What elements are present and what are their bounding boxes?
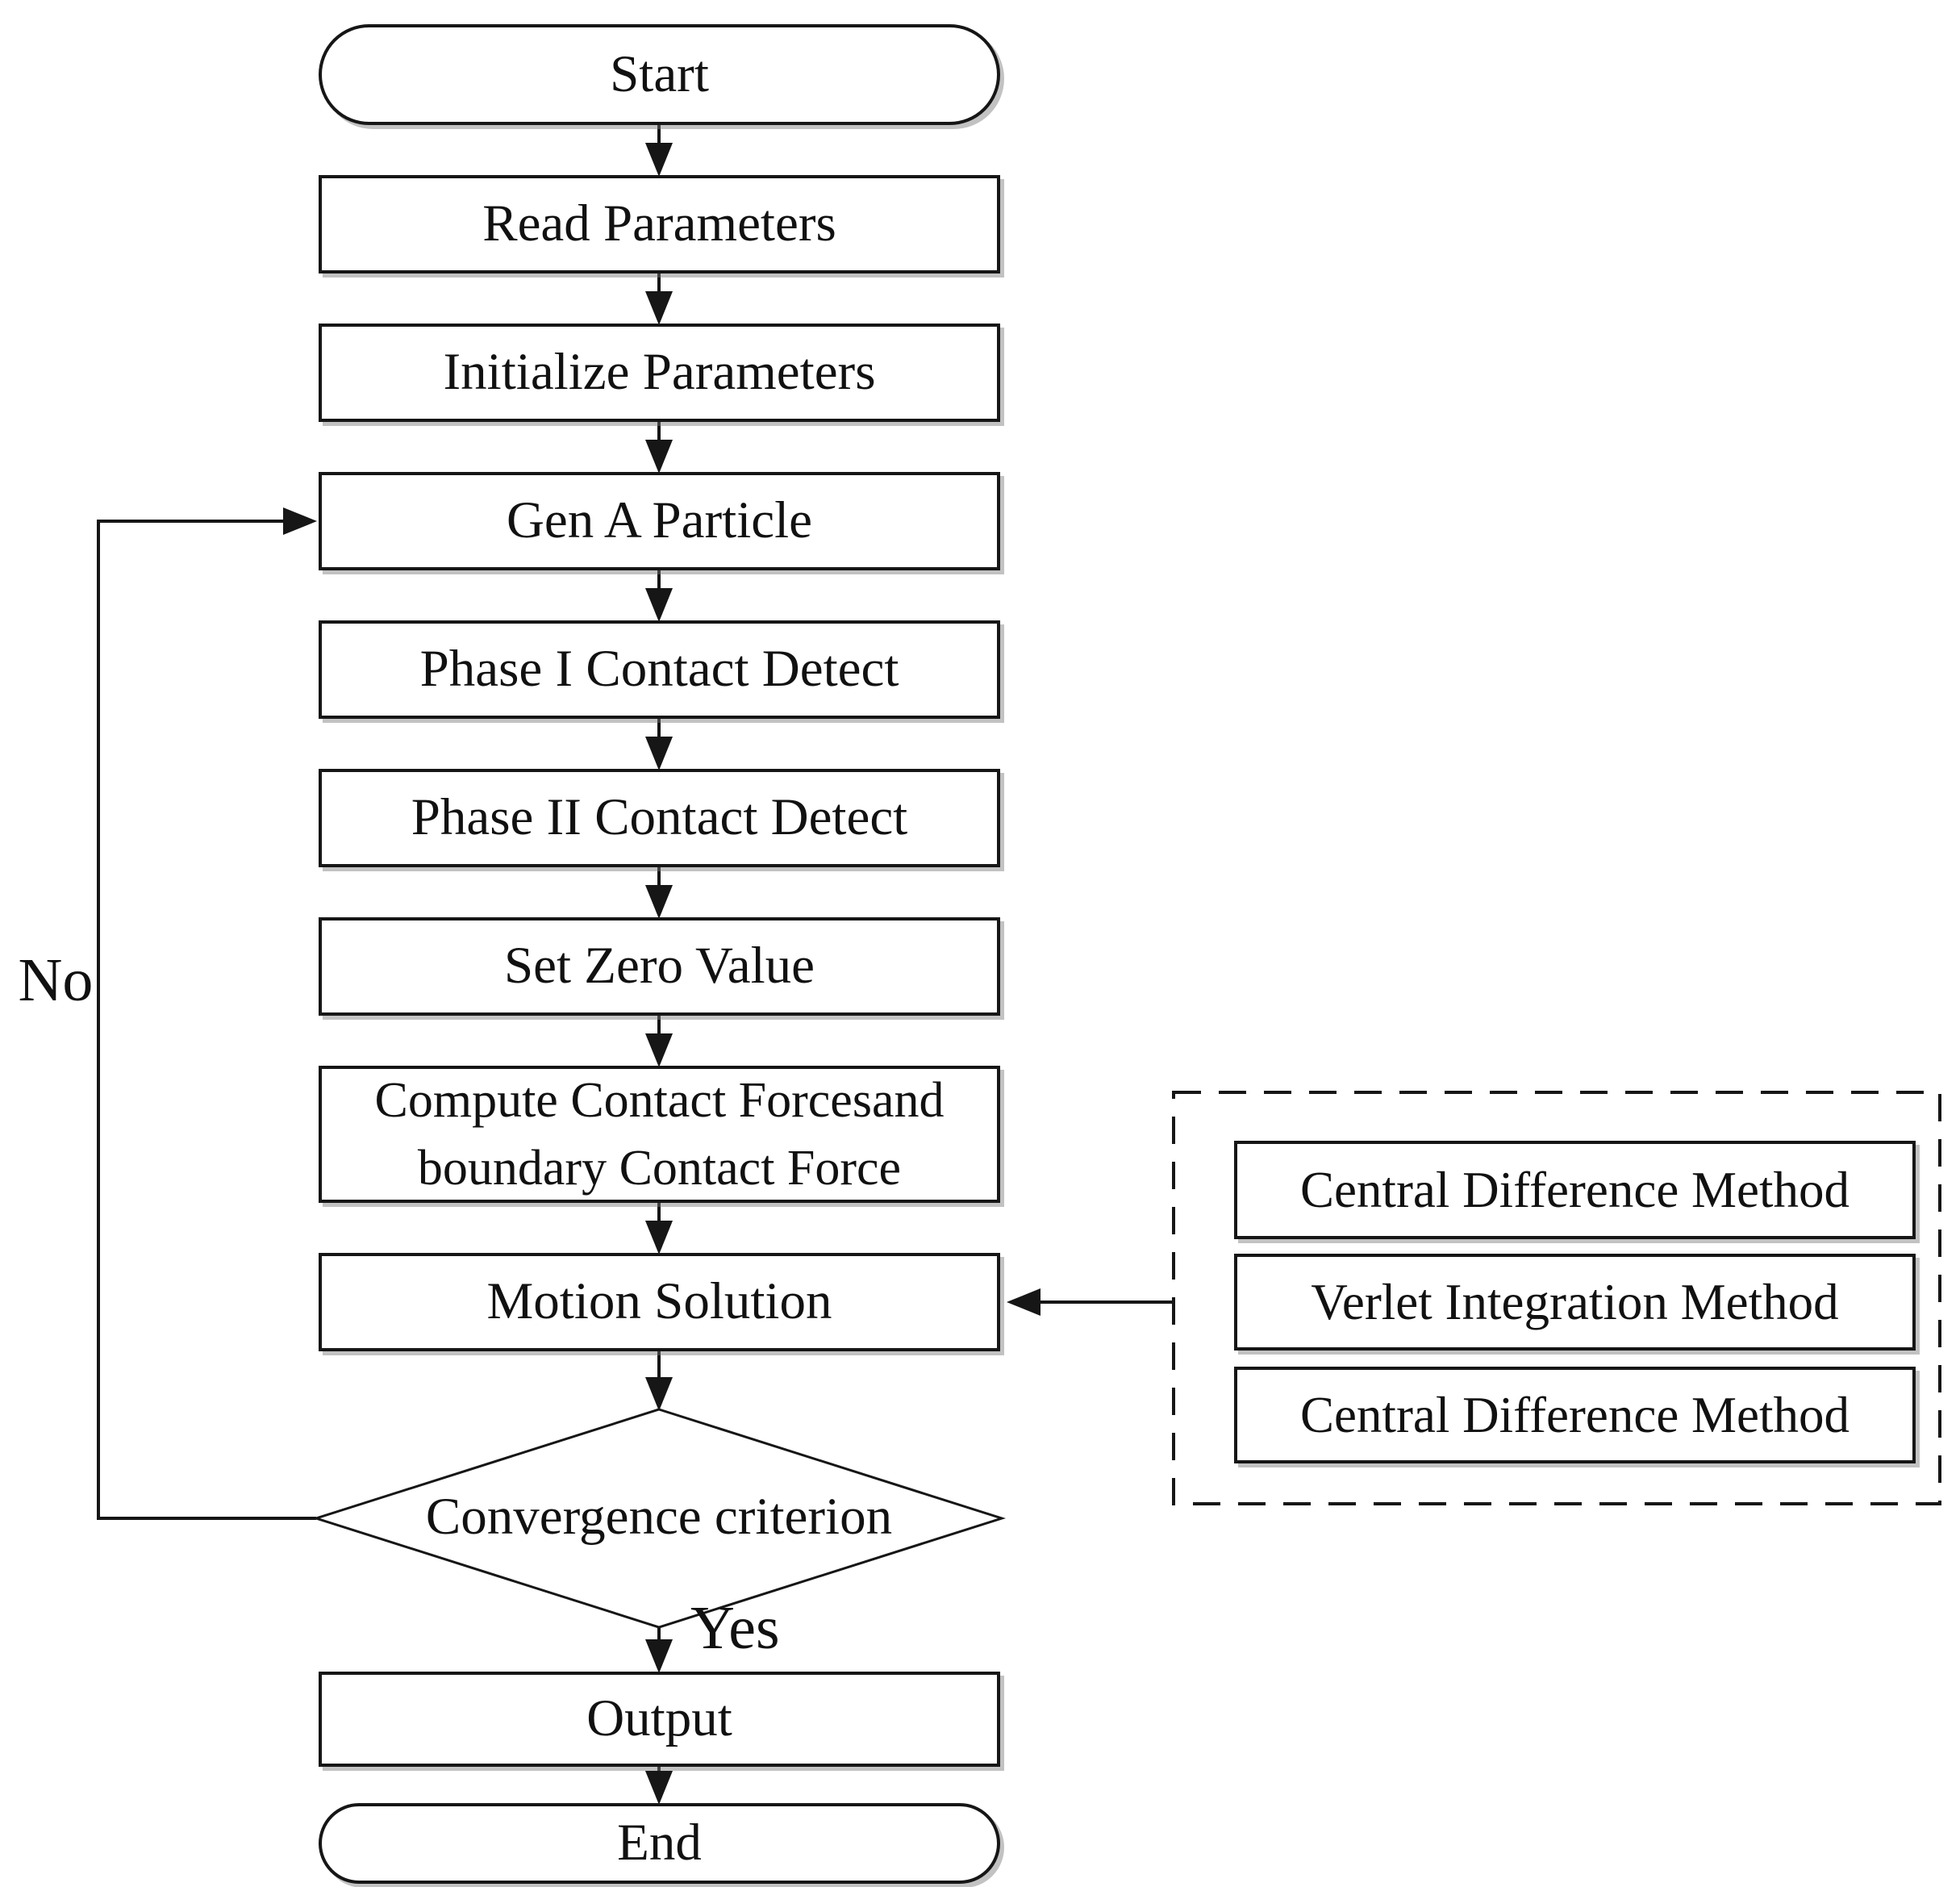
node-read-parameters: Read Parameters	[319, 175, 1000, 273]
node-phase1-contact-detect: Phase I Contact Detect	[319, 620, 1000, 719]
node-start: Start	[319, 24, 1000, 125]
compute-forces-line2: boundary Contact Force	[417, 1141, 902, 1196]
method-box-central-difference-1: Central Difference Method	[1234, 1141, 1916, 1239]
node-gen-a-particle: Gen A Particle	[319, 472, 1000, 570]
decision-diamond-shape	[312, 1408, 1006, 1629]
main-column-arrows	[645, 125, 673, 1805]
method-box-central-difference-2: Central Difference Method	[1234, 1367, 1916, 1463]
node-motion-solution: Motion Solution	[319, 1253, 1000, 1351]
compute-forces-line1: Compute Contact Forcesand	[374, 1073, 945, 1128]
node-end: End	[319, 1803, 1000, 1884]
branch-label-yes: Yes	[690, 1594, 780, 1662]
node-phase2-contact-detect: Phase II Contact Detect	[319, 769, 1000, 867]
node-set-zero-value: Set Zero Value	[319, 917, 1000, 1016]
node-initialize-parameters: Initialize Parameters	[319, 324, 1000, 422]
no-loop-wire	[97, 520, 316, 1520]
no-loop-arrowhead	[283, 507, 317, 535]
node-output: Output	[319, 1672, 1000, 1767]
node-compute-contact-forces: Compute Contact Forcesand boundary Conta…	[319, 1066, 1000, 1203]
method-panel-dashed-border	[1172, 1091, 1941, 1505]
method-panel-arrow	[1007, 1288, 1174, 1316]
branch-label-no: No	[18, 946, 94, 1014]
method-box-verlet-integration: Verlet Integration Method	[1234, 1254, 1916, 1351]
node-convergence-criterion-label: Convergence criterion	[425, 1488, 893, 1546]
